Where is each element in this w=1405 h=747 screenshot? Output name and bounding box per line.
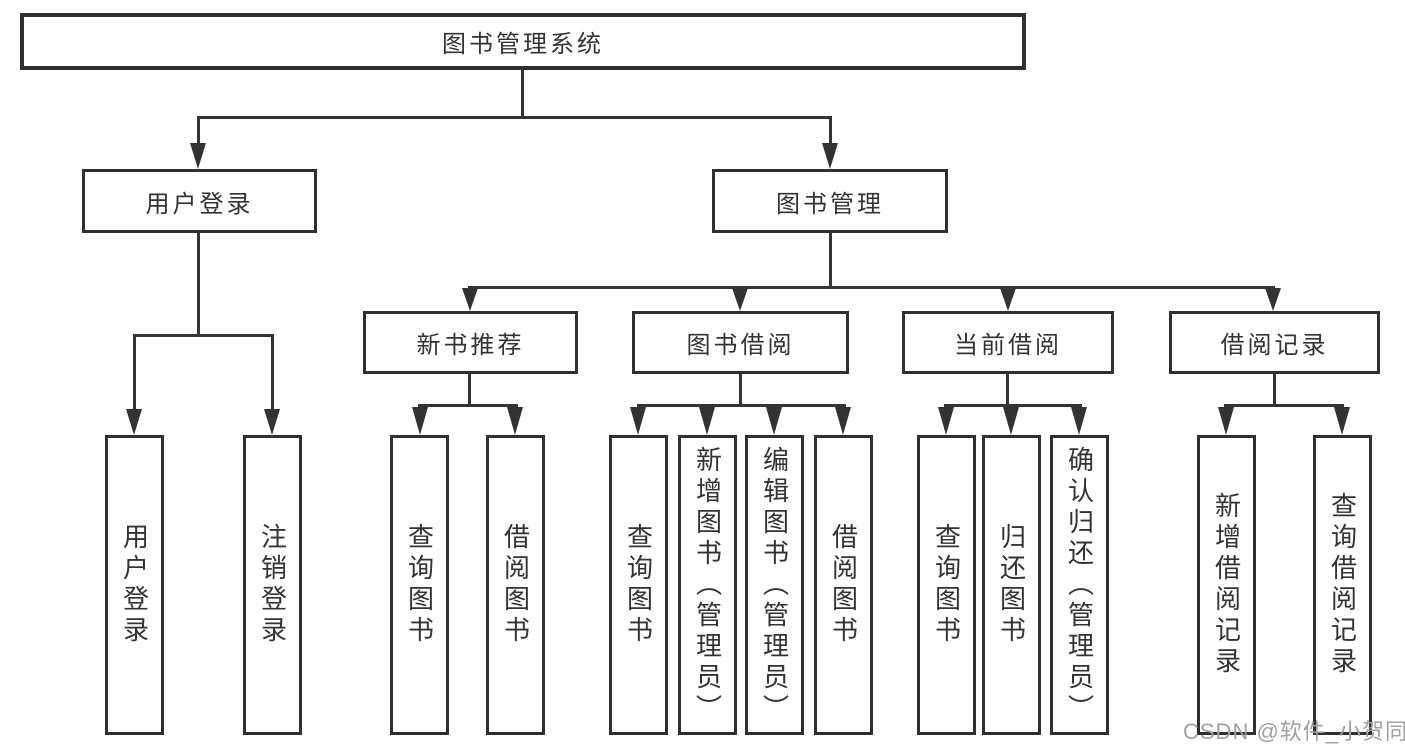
arrow-to-book-management	[822, 143, 838, 169]
arrow-to-user-login	[190, 143, 206, 169]
arrow-to-leaf-query-recommend	[412, 407, 428, 435]
leaf-query-borrow-record: 查询借阅记录	[1313, 435, 1372, 735]
arrow-to-leaf-user-login	[126, 409, 142, 435]
arrow-to-new-book-recommend	[462, 288, 478, 311]
leaf-confirm-return-admin: 确认归还（管理员）	[1050, 435, 1109, 735]
arrow-to-borrow-record	[1265, 288, 1281, 311]
connector-userlogin-drop	[197, 233, 200, 335]
arrow-to-current-borrow	[1000, 288, 1016, 311]
arrow-to-book-borrow	[732, 288, 748, 311]
arrow-to-leaf-query-current	[938, 407, 954, 435]
arrow-to-leaf-add-books	[699, 407, 715, 435]
arrow-to-leaf-confirm-return	[1071, 407, 1087, 435]
leaf-add-borrow-record: 新增借阅记录	[1197, 435, 1256, 735]
leaf-edit-books-admin: 编辑图书（管理员）	[745, 435, 804, 735]
connector-bookmgmt-shaft	[829, 116, 832, 145]
node-book-borrow: 图书借阅	[632, 311, 849, 374]
node-borrow-record: 借阅记录	[1169, 311, 1380, 374]
node-book-management: 图书管理	[712, 169, 948, 233]
node-root-library-system: 图书管理系统	[20, 13, 1026, 70]
connector-leaf0-shaft	[133, 334, 136, 410]
leaf-query-books-borrow: 查询图书	[609, 435, 668, 735]
connector-leaf1-shaft	[271, 334, 274, 410]
connector-userlogin-rail	[133, 334, 274, 337]
arrow-to-leaf-borrow-recommend	[507, 407, 523, 435]
arrow-to-leaf-add-record	[1218, 407, 1234, 435]
leaf-return-books: 归还图书	[982, 435, 1041, 735]
connector-borrowrecord-rail	[1224, 404, 1344, 407]
connector-userlogin-shaft	[197, 116, 200, 145]
arrow-to-leaf-logout	[264, 409, 280, 435]
node-new-book-recommend: 新书推荐	[363, 311, 578, 374]
arrow-to-leaf-edit-books	[766, 407, 782, 435]
connector-level2-rail	[468, 286, 1275, 289]
node-current-borrow: 当前借阅	[902, 311, 1114, 374]
leaf-user-login: 用户登录	[105, 435, 164, 735]
connector-level1-rail	[197, 116, 832, 119]
arrow-to-leaf-borrow-books	[835, 407, 851, 435]
arrow-to-leaf-return-books	[1003, 407, 1019, 435]
leaf-borrow-books-recommend: 借阅图书	[486, 435, 545, 735]
connector-recommend-drop	[468, 374, 471, 407]
leaf-query-books-current: 查询图书	[917, 435, 976, 735]
connector-bookborrow-rail	[637, 404, 846, 407]
leaf-borrow-books: 借阅图书	[814, 435, 873, 735]
node-user-login: 用户登录	[82, 169, 317, 233]
leaf-query-books-recommend: 查询图书	[390, 435, 449, 735]
leaf-logout: 注销登录	[243, 435, 302, 735]
connector-currentborrow-drop	[1006, 374, 1009, 407]
leaf-add-books-admin: 新增图书（管理员）	[678, 435, 737, 735]
arrow-to-leaf-query-record	[1334, 407, 1350, 435]
connector-borrowrecord-drop	[1273, 374, 1276, 407]
csdn-watermark: CSDN @软件_小贺同学	[1183, 719, 1405, 744]
connector-recommend-rail	[418, 404, 518, 407]
connector-bookmgmt-drop	[829, 233, 832, 288]
connector-root-drop	[521, 70, 524, 117]
arrow-to-leaf-query-borrow	[630, 407, 646, 435]
connector-currentborrow-rail	[944, 404, 1082, 407]
connector-bookborrow-drop	[739, 374, 742, 407]
